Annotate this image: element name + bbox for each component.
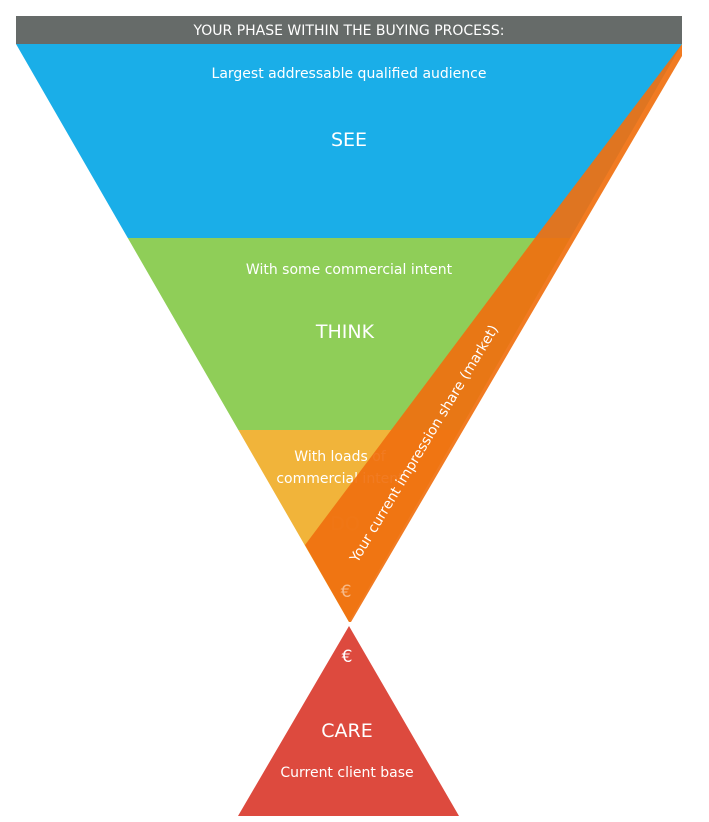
care-euro-sign: € xyxy=(342,647,353,667)
funnel-euro-sign: € xyxy=(341,582,352,602)
see-description: Largest addressable qualified audience xyxy=(212,66,487,82)
think-description: With some commercial intent xyxy=(246,262,453,278)
care-label: CARE xyxy=(321,720,372,742)
header-bar xyxy=(16,16,682,44)
see-label: SEE xyxy=(331,129,367,151)
care-triangle xyxy=(238,626,459,816)
care-description: Current client base xyxy=(280,765,413,781)
think-label: THINK xyxy=(315,321,375,343)
impression-share-band xyxy=(305,44,682,622)
do-description-line1: With loads of xyxy=(294,449,386,465)
header-title: YOUR PHASE WITHIN THE BUYING PROCESS: xyxy=(192,23,504,39)
